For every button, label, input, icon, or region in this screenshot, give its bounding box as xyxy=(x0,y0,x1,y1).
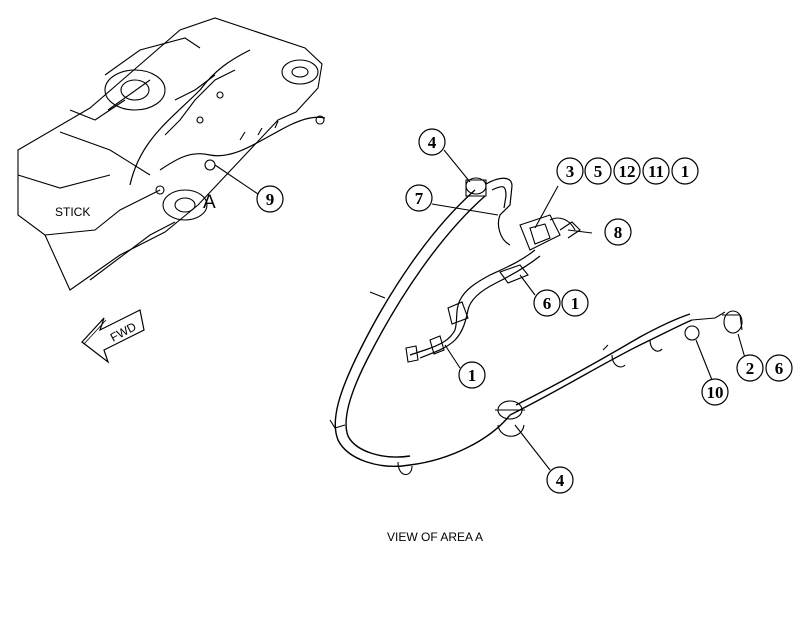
callout-4-top: 4 xyxy=(418,128,446,156)
callout-5: 5 xyxy=(584,157,612,185)
callout-6-mid: 6 xyxy=(533,289,561,317)
svg-text:6: 6 xyxy=(543,294,552,313)
callout-11: 11 xyxy=(642,157,670,185)
svg-text:12: 12 xyxy=(619,162,636,181)
svg-text:10: 10 xyxy=(707,383,724,402)
svg-text:7: 7 xyxy=(415,189,424,208)
svg-text:2: 2 xyxy=(746,359,755,378)
svg-text:3: 3 xyxy=(566,162,575,181)
callout-12: 12 xyxy=(613,157,641,185)
callout-9-text: 9 xyxy=(266,190,275,209)
svg-text:5: 5 xyxy=(594,162,603,181)
svg-text:8: 8 xyxy=(614,223,623,242)
callout-leaders xyxy=(431,149,746,471)
callout-7: 7 xyxy=(405,184,433,212)
view-caption: VIEW OF AREA A xyxy=(387,530,483,544)
stick-overview xyxy=(17,17,326,291)
callout-1-row: 1 xyxy=(671,157,699,185)
callout-1-low: 1 xyxy=(458,361,486,389)
callout-2: 2 xyxy=(736,354,764,382)
callout-3: 3 xyxy=(556,157,584,185)
callout-4-bottom: 4 xyxy=(546,466,574,494)
svg-text:1: 1 xyxy=(468,366,477,385)
svg-text:1: 1 xyxy=(571,294,580,313)
svg-text:6: 6 xyxy=(775,359,784,378)
callout-10: 10 xyxy=(701,378,729,406)
svg-text:11: 11 xyxy=(648,162,664,181)
svg-text:4: 4 xyxy=(556,471,565,490)
callout-9-balloon: 9 xyxy=(256,185,284,213)
callout-1-mid: 1 xyxy=(561,289,589,317)
fwd-arrow-icon: FWD xyxy=(81,309,145,364)
harness-detail xyxy=(329,177,743,476)
area-a-label: A xyxy=(203,192,216,213)
callout-8: 8 xyxy=(604,218,632,246)
svg-text:1: 1 xyxy=(681,162,690,181)
svg-text:4: 4 xyxy=(428,133,437,152)
callout-6-right: 6 xyxy=(765,354,793,382)
stick-label: STICK xyxy=(55,205,90,219)
callout-balloons: 4 7 3 5 12 11 1 8 xyxy=(405,128,793,494)
